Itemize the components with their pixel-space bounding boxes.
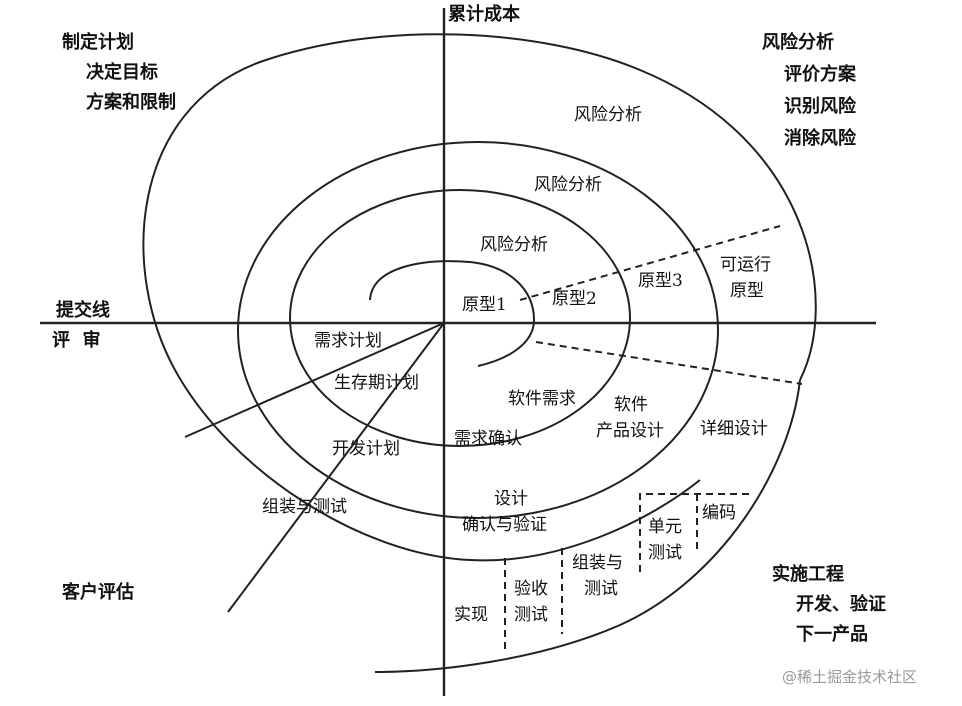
unit-test-label: 测试 bbox=[648, 543, 682, 563]
risk-analysis-label-outer: 风险分析 bbox=[574, 105, 642, 125]
acceptance-test-label: 测试 bbox=[514, 605, 548, 625]
verification-validation-label: 确认与验证 bbox=[462, 515, 547, 535]
risk-analysis-label-inner: 风险分析 bbox=[480, 235, 548, 255]
quadrant-engineering-title: 实施工程 bbox=[772, 563, 844, 585]
spiral-ring-4 bbox=[142, 33, 817, 562]
requirements-plan-label: 需求计划 bbox=[314, 331, 382, 351]
software-requirements-label: 软件需求 bbox=[508, 389, 576, 409]
acceptance-label: 验收 bbox=[514, 579, 548, 599]
integration-test-plan-label: 组装与测试 bbox=[262, 497, 347, 517]
quadrant-engineering-item-1: 开发、验证 bbox=[796, 593, 886, 615]
quadrant-risk-title: 风险分析 bbox=[762, 31, 834, 53]
runnable-prototype-label-1: 可运行 bbox=[720, 255, 771, 275]
runnable-prototype-label-2: 原型 bbox=[730, 281, 764, 301]
design-label: 设计 bbox=[494, 489, 528, 509]
integration-test-label: 测试 bbox=[584, 579, 618, 599]
product-design-label: 产品设计 bbox=[596, 421, 664, 441]
spiral-ring-2 bbox=[289, 189, 631, 447]
integration-label: 组装与 bbox=[572, 553, 623, 573]
detailed-design-label: 详细设计 bbox=[700, 419, 768, 439]
quadrant-plan-item-1: 决定目标 bbox=[86, 61, 158, 83]
spiral-tail bbox=[374, 379, 801, 673]
prototype-2-label: 原型2 bbox=[552, 289, 597, 309]
axis-label-review: 评 审 bbox=[52, 329, 101, 351]
unit-label: 单元 bbox=[648, 517, 682, 537]
dashed-detail-line bbox=[535, 341, 803, 385]
risk-analysis-label-middle: 风险分析 bbox=[534, 175, 602, 195]
watermark: @稀土掘金技术社区 bbox=[782, 668, 917, 686]
review-line-2 bbox=[227, 322, 445, 613]
quadrant-plan-title: 制定计划 bbox=[62, 31, 134, 53]
prototype-1-label: 原型1 bbox=[462, 295, 507, 315]
quadrant-customer-evaluation: 客户评估 bbox=[62, 581, 134, 603]
lifecycle-plan-label: 生存期计划 bbox=[334, 373, 419, 393]
prototype-3-label: 原型3 bbox=[638, 271, 683, 291]
software-label: 软件 bbox=[614, 395, 648, 415]
quadrant-risk-item-1: 评价方案 bbox=[784, 63, 857, 85]
quadrant-risk-item-2: 识别风险 bbox=[784, 95, 857, 117]
development-plan-label: 开发计划 bbox=[332, 439, 400, 459]
implementation-label: 实现 bbox=[454, 605, 488, 625]
coding-label: 编码 bbox=[702, 503, 736, 523]
spiral-inner bbox=[369, 260, 536, 367]
dashed-prototype-line bbox=[519, 225, 781, 301]
review-line-1 bbox=[184, 322, 445, 438]
spiral-ring-3 bbox=[237, 141, 719, 519]
axis-label-commit-line: 提交线 bbox=[56, 299, 110, 321]
quadrant-engineering-item-2: 下一产品 bbox=[796, 623, 868, 645]
axis-label-cumulative-cost: 累计成本 bbox=[448, 3, 520, 25]
quadrant-risk-item-3: 消除风险 bbox=[784, 127, 857, 149]
quadrant-plan-item-2: 方案和限制 bbox=[86, 91, 176, 113]
dashed-unit-box bbox=[639, 493, 750, 572]
requirements-validation-label: 需求确认 bbox=[454, 429, 522, 449]
